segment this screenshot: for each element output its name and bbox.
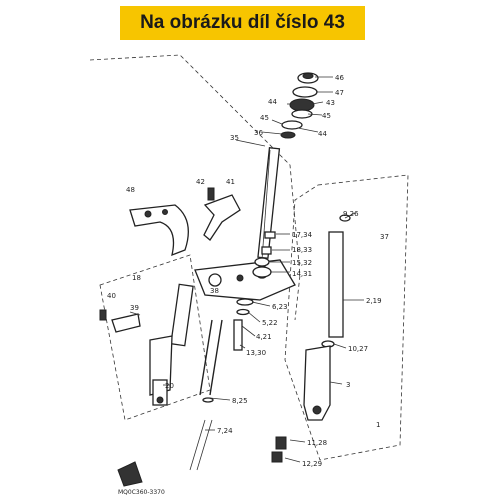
callout-44-top: 44	[268, 98, 277, 106]
callout-9-26: 9,26	[343, 210, 359, 218]
bottom-bracket-icon	[117, 461, 143, 487]
callout-13-30: 13,30	[246, 349, 266, 357]
callout-41: 41	[226, 178, 235, 186]
clamp-hardware	[252, 231, 276, 278]
left-fork-group-outline	[99, 254, 211, 421]
mount-bracket-part	[203, 187, 241, 241]
center-group-outline	[89, 54, 301, 321]
callout-44-bottom: 44	[318, 130, 327, 138]
right-fork-group-outline	[284, 174, 409, 461]
callout-18-33: 18,33	[292, 246, 312, 254]
callout-17-34: 17,34	[292, 231, 313, 239]
callout-43: 43	[326, 99, 335, 107]
right-fork-tube	[271, 214, 351, 463]
callout-39: 39	[130, 304, 139, 312]
callout-45-left: 45	[260, 114, 269, 122]
callout-6-23: 6,23	[272, 303, 288, 311]
left-fork-tube	[149, 283, 194, 406]
center-damper	[189, 298, 254, 471]
left-small-parts	[99, 309, 141, 333]
callout-48: 48	[126, 186, 135, 194]
callout-36: 36	[254, 129, 263, 137]
callout-38: 38	[210, 287, 219, 295]
callout-8-25: 8,25	[232, 397, 248, 405]
highlight-banner: Na obrázku díl číslo 43	[120, 6, 365, 40]
callout-1: 1	[376, 421, 380, 429]
callout-2-19: 2,19	[366, 297, 382, 305]
callout-20: 20	[165, 382, 174, 390]
callout-40: 40	[107, 292, 116, 300]
callout-7-24: 7,24	[217, 427, 233, 435]
callout-47: 47	[335, 89, 344, 97]
callout-10-27: 10,27	[348, 345, 368, 353]
leader-lines	[129, 76, 364, 463]
diagram-code: MQ0C360-3370	[118, 489, 165, 496]
callout-12-29: 12,29	[302, 460, 322, 468]
bracket-part	[129, 204, 189, 257]
callout-18: 18	[132, 274, 141, 282]
bearing-stack	[280, 72, 319, 139]
callout-11-28: 11,28	[307, 439, 327, 447]
callout-4-21: 4,21	[256, 333, 272, 341]
callout-46: 46	[335, 74, 344, 82]
callout-labels: 46 47 43 44 45 45 44 36 35 42 41 48 17,3…	[107, 74, 389, 496]
callout-37: 37	[380, 233, 389, 241]
callout-42: 42	[196, 178, 205, 186]
callout-3: 3	[346, 381, 350, 389]
callout-45-right: 45	[322, 112, 331, 120]
callout-15-32: 15,32	[292, 259, 312, 267]
callout-35: 35	[230, 134, 239, 142]
callout-14-31: 14,31	[292, 270, 312, 278]
callout-5-22: 5,22	[262, 319, 278, 327]
steering-stem	[235, 139, 281, 261]
